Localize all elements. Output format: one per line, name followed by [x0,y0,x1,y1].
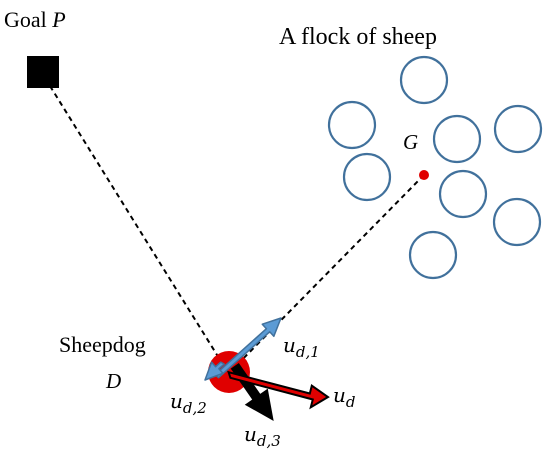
flock-label: A flock of sheep [279,24,437,50]
sheep [342,152,392,202]
sheep [399,55,449,105]
u-d3-base: u [244,422,257,446]
u-d-label: ud [333,383,356,411]
goal-label-var: P [51,7,65,32]
sheep-flock [327,55,543,280]
dog-var-label: D [105,369,121,393]
u-d1-sub: d,1 [296,343,320,361]
sheep [438,169,488,219]
flock-center-point [419,170,429,180]
sheep [408,230,458,280]
u-d-base: u [333,383,346,407]
arrow-u-d1 [214,317,282,379]
u-d2-base: u [170,389,183,413]
goal-square [27,56,59,88]
u-d1-base: u [283,333,296,357]
arrow-u-d2 [204,361,225,381]
arrow-u-d3 [230,363,274,421]
u-d3-label: ud,3 [244,422,281,450]
u-d-sub: d [346,393,356,411]
u-d2-sub: d,2 [183,399,207,417]
sheepdog-label: Sheepdog [59,332,146,357]
dog-to-center-dashed-line [230,176,423,372]
sheep [493,104,543,154]
goal-label-prefix: Goal [4,7,52,32]
arrow-u-d [227,370,330,410]
u-d2-label: ud,2 [170,389,207,417]
center-label: G [403,130,418,154]
sheep [327,100,377,150]
goal-label: Goal P [4,7,66,32]
sheep [432,114,482,164]
u-d1-label: ud,1 [283,333,320,361]
goal-to-dog-dashed-line [49,85,228,372]
sheep [492,197,542,247]
u-d3-sub: d,3 [257,432,281,450]
